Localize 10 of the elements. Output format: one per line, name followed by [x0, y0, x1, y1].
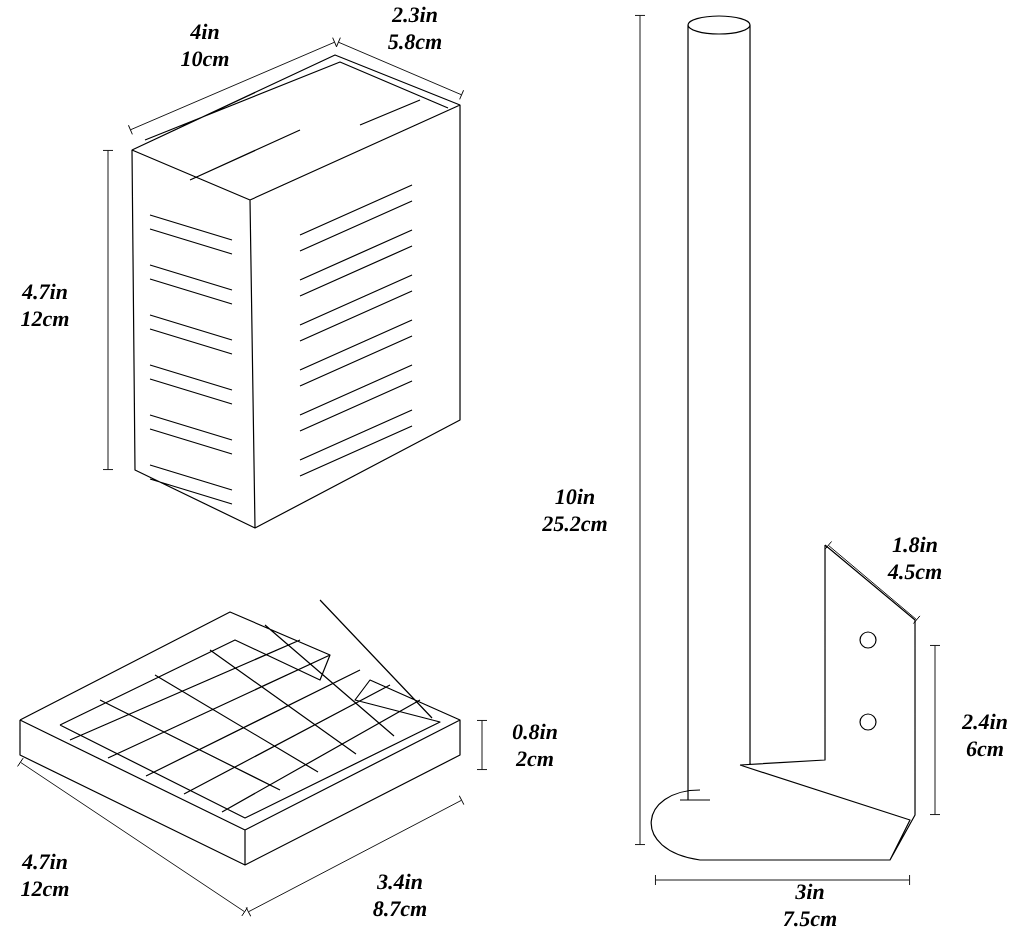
dimension-label: 4.7in 12cm [21, 283, 69, 327]
dimension-label: 4.7in 12cm [21, 853, 69, 897]
dimension-label: 0.8in 2cm [512, 723, 557, 767]
dimension-label: 3.4in 8.7cm [373, 873, 427, 917]
dimension-label: 2.4in 6cm [961, 713, 1007, 757]
dimension-label: 4in 10cm [181, 23, 229, 67]
dimension-label: 3in 7.5cm [783, 883, 837, 927]
dimension-label: 1.8in 4.5cm [887, 536, 942, 580]
dimension-label: 2.3in 5.8cm [388, 6, 442, 50]
dimension-label: 10in 25.2cm [542, 488, 607, 532]
